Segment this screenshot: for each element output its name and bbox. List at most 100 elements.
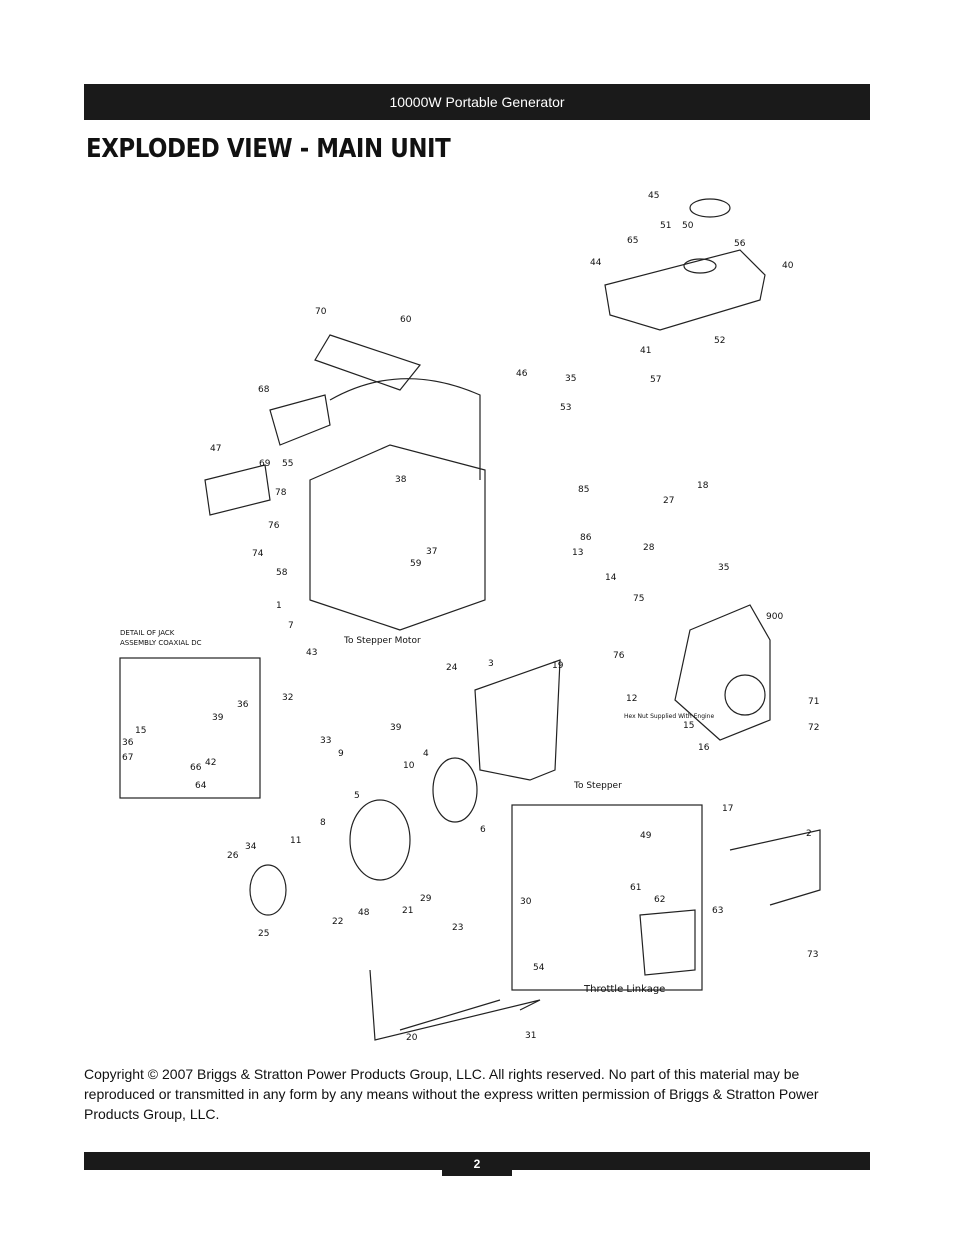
callout: 5 bbox=[354, 791, 360, 801]
leg-support bbox=[729, 829, 821, 906]
callout: 16 bbox=[698, 743, 710, 753]
callout: 41 bbox=[640, 346, 651, 356]
callout: 43 bbox=[306, 648, 317, 658]
callout: 61 bbox=[630, 883, 641, 893]
detail-callout: 66 bbox=[190, 763, 202, 773]
detail-title: ASSEMBLY COAXIAL DC bbox=[120, 639, 202, 647]
callout: 48 bbox=[358, 908, 370, 918]
callout: 28 bbox=[643, 543, 655, 553]
callout: 56 bbox=[734, 239, 746, 249]
callout: 10 bbox=[403, 761, 415, 771]
header-title: 10000W Portable Generator bbox=[389, 94, 565, 110]
stator bbox=[349, 799, 411, 881]
callout: 8 bbox=[320, 818, 326, 828]
callout: 33 bbox=[320, 736, 331, 746]
callout: 22 bbox=[332, 917, 343, 927]
callout: 54 bbox=[533, 963, 545, 973]
to-stepper-motor-note: To Stepper Motor bbox=[343, 636, 421, 646]
callout: 7 bbox=[288, 621, 294, 631]
detail-callout: 42 bbox=[205, 758, 216, 768]
callout: 23 bbox=[452, 923, 463, 933]
header-bar: 10000W Portable Generator bbox=[84, 84, 870, 120]
callout: 59 bbox=[410, 559, 422, 569]
callout: 49 bbox=[640, 831, 652, 841]
detail-title: DETAIL OF JACK bbox=[120, 629, 175, 637]
fan-cover bbox=[249, 864, 287, 916]
callout: 6 bbox=[480, 825, 486, 835]
callout: 72 bbox=[808, 723, 819, 733]
battery-box bbox=[204, 464, 271, 516]
page-title: EXPLODED VIEW - MAIN UNIT bbox=[86, 134, 451, 164]
callout: 39 bbox=[390, 723, 402, 733]
callout: 45 bbox=[648, 191, 659, 201]
callout: 60 bbox=[400, 315, 412, 325]
callout: 76 bbox=[268, 521, 280, 531]
callout: 57 bbox=[650, 375, 661, 385]
callout: 55 bbox=[282, 459, 293, 469]
callout: 2 bbox=[806, 829, 812, 839]
callout: 51 bbox=[660, 221, 671, 231]
callout: 13 bbox=[572, 548, 583, 558]
callout: 58 bbox=[276, 568, 288, 578]
shield bbox=[474, 659, 561, 781]
detail-callout: 36 bbox=[122, 738, 134, 748]
detail-callout: 39 bbox=[212, 713, 224, 723]
callout: 44 bbox=[590, 258, 602, 268]
page-number-text: 2 bbox=[473, 1157, 481, 1171]
callout: 52 bbox=[714, 336, 725, 346]
page-number: 2 bbox=[442, 1152, 512, 1176]
callout: 18 bbox=[697, 481, 709, 491]
callout: 53 bbox=[560, 403, 571, 413]
detail-callout: 15 bbox=[135, 726, 146, 736]
callout: 40 bbox=[782, 261, 794, 271]
engine bbox=[674, 604, 771, 741]
detail-callout: 67 bbox=[122, 753, 133, 763]
callout: 74 bbox=[252, 549, 264, 559]
callout: 46 bbox=[516, 369, 528, 379]
callout: 34 bbox=[245, 842, 257, 852]
callout: 35 bbox=[718, 563, 729, 573]
callout: 78 bbox=[275, 488, 287, 498]
callout: 20 bbox=[406, 1033, 418, 1043]
callout: 38 bbox=[395, 475, 407, 485]
callout: 11 bbox=[290, 836, 301, 846]
callout: 14 bbox=[605, 573, 617, 583]
callout: 85 bbox=[578, 485, 589, 495]
callout: 86 bbox=[580, 533, 592, 543]
fuel-tank bbox=[604, 249, 766, 331]
callout: 25 bbox=[258, 929, 269, 939]
detail-callout: 36 bbox=[237, 700, 249, 710]
callout: 27 bbox=[663, 496, 674, 506]
callout: 70 bbox=[315, 307, 327, 317]
callout: 4 bbox=[423, 749, 429, 759]
callout: 62 bbox=[654, 895, 665, 905]
callout: 26 bbox=[227, 851, 239, 861]
callout: 68 bbox=[258, 385, 270, 395]
panel-cover bbox=[314, 334, 422, 391]
to-stepper-note: To Stepper bbox=[573, 781, 622, 791]
callout: 19 bbox=[552, 661, 564, 671]
exploded-view-diagram: 45 51 50 56 65 44 40 52 70 60 41 57 35 4… bbox=[119, 191, 821, 1043]
callout: 32 bbox=[282, 693, 293, 703]
fuel-cap bbox=[689, 198, 731, 218]
detail-callout: 64 bbox=[195, 781, 207, 791]
handle-wheel-kit bbox=[369, 969, 541, 1041]
throttle-linkage-box bbox=[511, 804, 703, 991]
callout: 65 bbox=[627, 236, 638, 246]
callout-labels: 45 51 50 56 65 44 40 52 70 60 41 57 35 4… bbox=[210, 191, 819, 1043]
callout: 15 bbox=[683, 721, 694, 731]
detail-box bbox=[119, 657, 261, 799]
callout: 9 bbox=[338, 749, 344, 759]
callout: 3 bbox=[488, 659, 494, 669]
callout: 76 bbox=[613, 651, 625, 661]
end-bell bbox=[432, 757, 478, 823]
callout: 12 bbox=[626, 694, 637, 704]
callout: 29 bbox=[420, 894, 432, 904]
callout: 73 bbox=[807, 950, 818, 960]
hex-nut-note: Hex Nut Supplied With Engine bbox=[624, 713, 714, 720]
callout: 37 bbox=[426, 547, 437, 557]
callout: 900 bbox=[766, 612, 783, 622]
callout: 75 bbox=[633, 594, 644, 604]
callout: 50 bbox=[682, 221, 694, 231]
callout: 35 bbox=[565, 374, 576, 384]
